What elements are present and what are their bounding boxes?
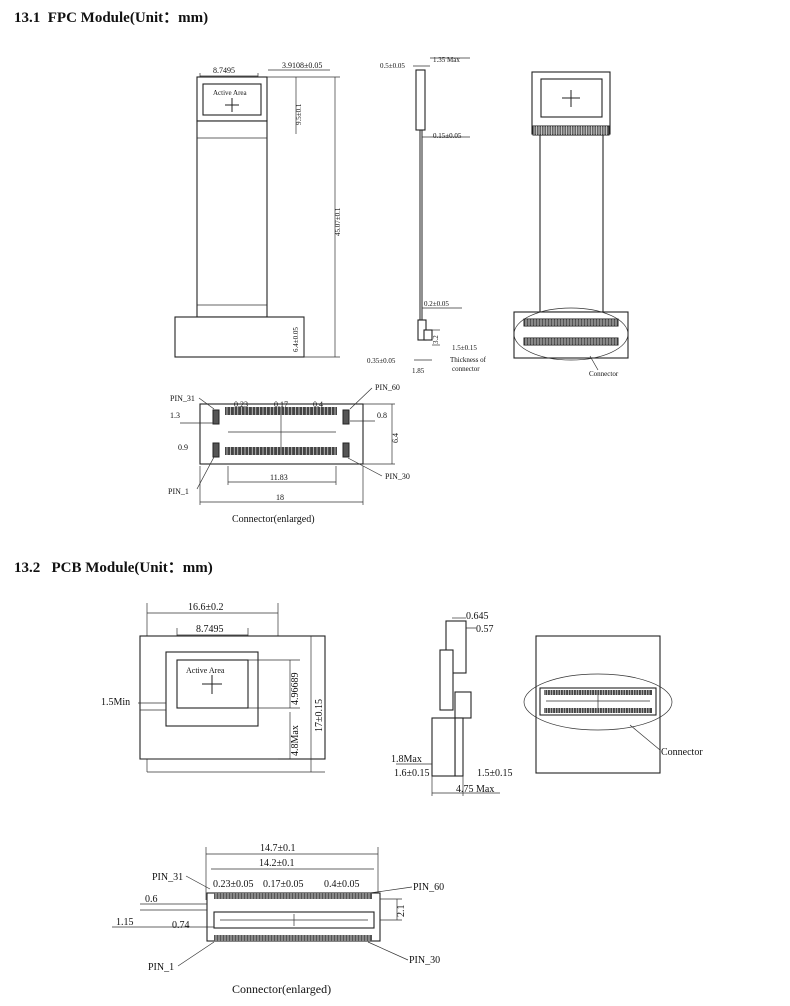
pcb-back-connector-label: Connector [661,747,703,758]
fpc-conn-d04: 0.4 [313,400,323,409]
pcb-conn-pin1: PIN_1 [148,962,174,973]
fpc-side-step: 3.2 [432,335,440,344]
pcb-front-total-height: 17±0.15 [314,699,325,732]
fpc-side-max-thickness: 1.35 Max [433,56,460,64]
section-heading-fpc: 13.1 FPC Module(Unit：mm) [14,6,208,27]
connector-pin-combs [215,126,650,941]
fpc-conn-d64: 6.4 [391,433,400,443]
fpc-connector-enlarged: PIN_31 PIN_60 PIN_1 PIN_30 0.23 0.17 0.4… [168,383,410,525]
fpc-front-view: 8.7495 3.9108±0.05 Active Area 9.5±0.1 4… [174,61,342,358]
pcb-conn-d06: 0.6 [145,894,158,905]
fpc-conn-pin31: PIN_31 [170,394,195,403]
fpc-side-bottom-offset: 0.35±0.05 [367,357,396,365]
fpc-side-fpc-thickness: 0.15±0.05 [433,132,462,140]
pcb-back-view: Connector [523,635,703,774]
pcb-side-d18max: 1.8Max [391,754,422,765]
pcb-conn-d04: 0.4±0.05 [324,879,360,890]
fpc-side-bottom-dim: 1.85 [412,367,425,375]
fpc-conn-pin1: PIN_1 [168,487,189,496]
pcb-conn-pin30: PIN_30 [409,955,440,966]
pcb-front-view: 16.6±0.2 8.7495 Active Area 1.5Min 4.966… [101,602,326,773]
fpc-side-note-1: Thickness of [450,356,487,364]
fpc-conn-d017: 0.17 [274,400,288,409]
fpc-front-bottom-height: 6.4±0.05 [292,327,300,352]
fpc-front-height-top: 9.5±0.1 [295,103,303,125]
pcb-conn-w147: 14.7±0.1 [260,843,296,854]
pcb-side-d475max: 4.75 Max [456,784,494,795]
pcb-conn-pin31: PIN_31 [152,872,183,883]
pcb-conn-d017: 0.17±0.05 [263,879,304,890]
pcb-side-d16: 1.6±0.15 [394,768,430,779]
fpc-side-note-2: connector [452,365,480,373]
fpc-active-area-label: Active Area [213,89,248,97]
pcb-connector-enlarged: 14.7±0.1 14.2±0.1 PIN_31 PIN_60 0.23±0.0… [112,843,444,996]
fpc-back-view: Connector [513,71,629,378]
pcb-front-width-outer: 16.6±0.2 [188,602,224,613]
pcb-front-bottom-max: 4.8Max [290,725,301,756]
pcb-side-d15: 1.5±0.15 [477,768,513,779]
fpc-back-connector-label: Connector [589,370,619,378]
pcb-front-min-margin: 1.5Min [101,697,130,708]
fpc-side-top-thickness: 0.5±0.05 [380,62,405,70]
section-number: 13.2 [14,560,41,576]
pcb-conn-d21: 2.1 [396,905,407,918]
fpc-conn-d08: 0.8 [377,411,387,420]
section-title: PCB Module(Unit：mm) [51,560,213,576]
fpc-conn-d13: 1.3 [170,411,180,420]
pcb-conn-w142: 14.2±0.1 [259,858,295,869]
section-number: 13.1 [14,10,41,26]
fpc-conn-d1183: 11.83 [270,473,288,482]
fpc-front-offset: 3.9108±0.05 [282,61,322,70]
pcb-conn-d023: 0.23±0.05 [213,879,254,890]
fpc-front-total-height: 45.07±0.1 [334,207,342,236]
fpc-conn-d023: 0.23 [234,400,248,409]
fpc-side-stiffener: 0.2±0.05 [424,300,449,308]
pcb-conn-d115: 1.15 [116,917,134,928]
fpc-side-conn-thickness: 1.5±0.15 [452,344,477,352]
fpc-front-width: 8.7495 [213,66,235,75]
pcb-conn-d074: 0.74 [172,920,190,931]
pcb-front-width-inner: 8.7495 [196,624,224,635]
fpc-conn-pin60: PIN_60 [375,383,400,392]
section-title: FPC Module(Unit：mm) [47,10,209,26]
pcb-active-area-label: Active Area [186,666,225,675]
pcb-side-t057: 0.57 [476,624,494,635]
fpc-side-view: 0.5±0.05 1.35 Max 0.15±0.05 0.2±0.05 3.2… [367,56,487,375]
fpc-conn-d18: 18 [276,493,284,502]
pcb-conn-pin60: PIN_60 [413,882,444,893]
fpc-conn-pin30: PIN_30 [385,472,410,481]
pcb-conn-caption: Connector(enlarged) [232,982,331,996]
pcb-front-aa-height: 4.96689 [290,673,301,706]
pcb-side-t0645: 0.645 [466,611,489,622]
section-heading-pcb: 13.2 PCB Module(Unit：mm) [14,556,213,577]
fpc-conn-caption: Connector(enlarged) [232,514,315,525]
fpc-conn-d09: 0.9 [178,443,188,452]
pcb-side-view: 0.645 0.57 1.8Max 1.6±0.15 1.5±0.15 4.75… [391,611,513,796]
